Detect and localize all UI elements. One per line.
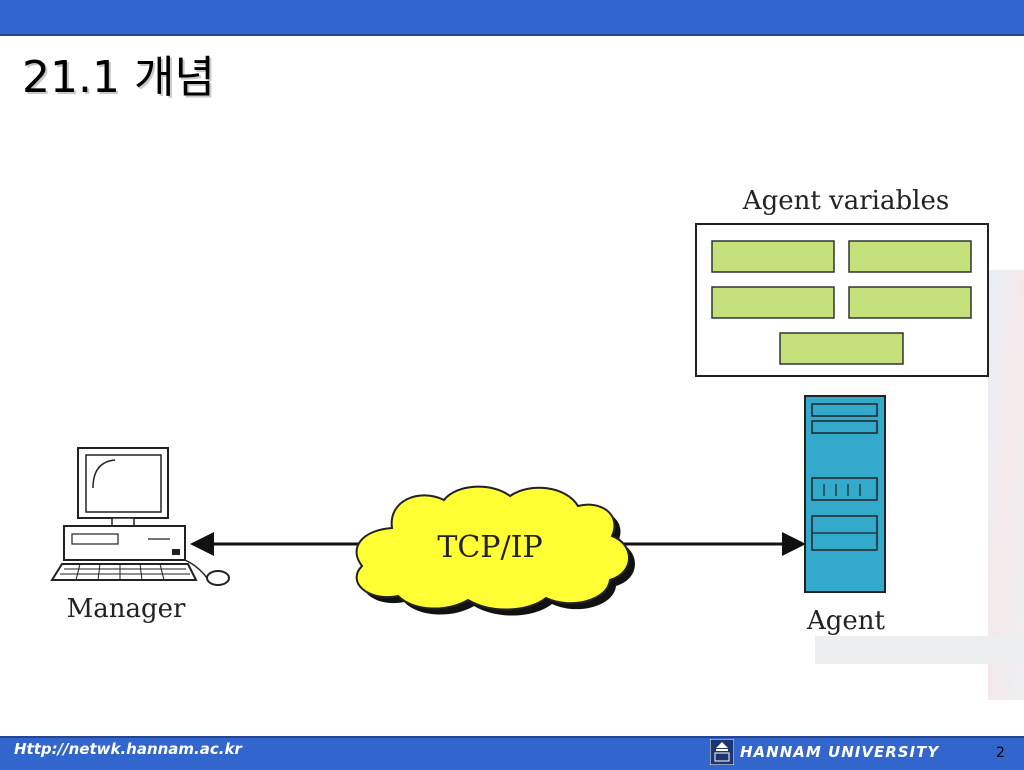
agent-variable-box (711, 240, 835, 273)
agent-label: Agent (806, 606, 886, 636)
agent-variable-boxes (711, 240, 972, 365)
manager-label: Manager (67, 594, 186, 624)
decorative-image-strip (988, 270, 1024, 700)
university-name: HANNAM UNIVERSITY (740, 743, 940, 761)
agent-variables-label: Agent variables (742, 186, 949, 216)
tcp-ip-cloud (355, 485, 635, 616)
tcp-ip-label: TCP/IP (437, 530, 542, 565)
decorative-image-bar (815, 636, 1024, 664)
agent-variable-box (779, 332, 904, 365)
agent-variable-box (711, 286, 835, 319)
page-number: 2 (996, 745, 1005, 761)
university-logo-icon (710, 739, 734, 765)
footer-bar (0, 736, 1024, 770)
manager-computer-icon (50, 447, 230, 586)
arrowhead-right (782, 532, 806, 556)
agent-variable-box (848, 240, 972, 273)
agent-variable-box (848, 286, 972, 319)
arrowhead-left (190, 532, 214, 556)
slide-title: 21.1 개념 (22, 52, 215, 103)
footer-url[interactable]: Http://netwk.hannam.ac.kr (14, 740, 242, 758)
agent-server-icon (804, 395, 886, 593)
top-header-bar (0, 0, 1024, 36)
